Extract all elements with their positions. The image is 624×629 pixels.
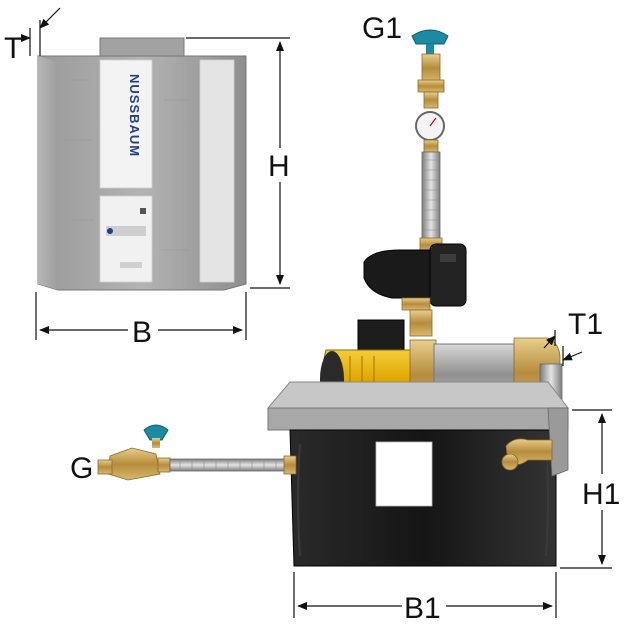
- side-panel: [199, 59, 235, 283]
- dimension-b: B: [35, 292, 247, 349]
- valve-handwheel-icon: [411, 29, 449, 45]
- barcode-strip: [120, 262, 142, 268]
- label-t: T: [4, 32, 22, 65]
- inlet-handwheel-icon: [143, 424, 169, 441]
- g1-valve-assembly: G1: [362, 12, 449, 253]
- label-h: H: [268, 150, 290, 183]
- pressure-controller: [363, 243, 467, 337]
- dimension-h: H: [186, 37, 294, 289]
- dimension-h1: H1: [560, 409, 624, 569]
- tray-and-tank: [266, 381, 570, 567]
- logo-mark-icon: [107, 228, 113, 234]
- dimension-t: T: [4, 7, 61, 65]
- insulation-shell: NUSSBAUM: [37, 37, 247, 291]
- product-label: [106, 226, 146, 236]
- g1-flex-hose: [421, 151, 441, 241]
- dimension-b1: B1: [293, 572, 557, 625]
- label-g: G: [70, 452, 93, 485]
- qr-code-icon: [140, 208, 146, 214]
- brand-logo-text: NUSSBAUM: [127, 74, 142, 157]
- dimension-t1: T1: [543, 308, 603, 366]
- label-g1: G1: [362, 12, 402, 45]
- mounting-plate: [266, 381, 570, 409]
- label-b1: B1: [404, 592, 441, 625]
- label-b: B: [132, 316, 152, 349]
- label-t1: T1: [568, 308, 603, 341]
- tank-label: [375, 441, 433, 507]
- brand-panel: [99, 59, 153, 189]
- label-h1: H1: [582, 478, 620, 511]
- inlet-flex-hose: [169, 458, 289, 472]
- g-inlet-assembly: G: [70, 424, 297, 485]
